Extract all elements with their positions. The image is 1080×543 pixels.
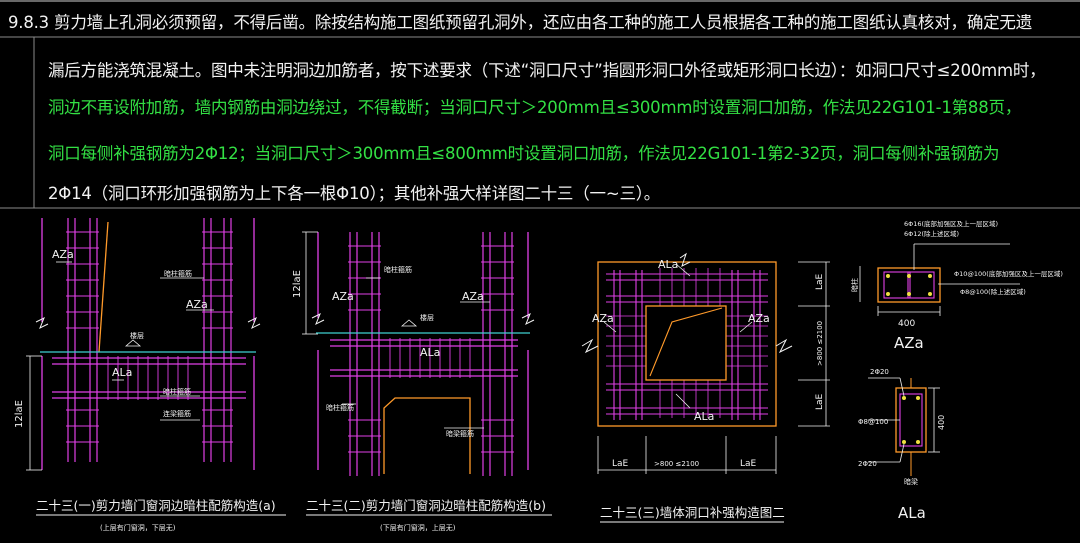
aza-note-4: Φ8@100(除上述区域) (960, 287, 1026, 296)
ala-top: 2Φ20 (870, 368, 889, 376)
aza-title: AZa (894, 334, 924, 352)
section-aza (859, 243, 1020, 316)
opening-c (645, 305, 727, 381)
label-b-biaogao: 楼层 (420, 313, 434, 322)
detail-c (581, 252, 830, 474)
opening-edge-a (98, 221, 109, 353)
aza-width: 400 (898, 319, 915, 329)
label-c-lae-bottom: LaE (815, 393, 825, 410)
label-b-ala: ALa (420, 346, 440, 359)
title-a: 二十三(一)剪力墙门窗洞边暗柱配筋构造(a) (36, 498, 276, 513)
ala-tag: 暗梁 (904, 477, 918, 486)
label-a-ala: ALa (112, 366, 132, 379)
note-line-1: 9.8.3 剪力墙上孔洞必须预留，不得后凿。除按结构施工图纸预留孔洞外，还应由各… (8, 13, 1033, 32)
note-line-4: 洞口每侧补强钢筋为2Φ12；当洞口尺寸＞300mm且≤800mm时设置洞口加筋，… (48, 144, 1000, 163)
label-a-aza2: AZa (186, 298, 208, 311)
ala-stirrup: Φ8@100 (858, 418, 888, 426)
title-c: 二十三(三)墙体洞口补强构造图二 (600, 505, 785, 520)
opening-b (383, 397, 471, 474)
label-b-aza2: AZa (462, 290, 484, 303)
label-a-anzhu: 暗柱箍筋 (164, 269, 192, 278)
label-c-dim-bottom: >800 ≤2100 (654, 460, 699, 468)
section-ala (868, 377, 940, 476)
label-b-dim: 12laE (292, 270, 303, 298)
note-line-3: 洞边不再设附加筋，墙内钢筋由洞边绕过，不得截断；当洞口尺寸＞200mm且≤300… (48, 98, 1022, 117)
label-c-lae-right: LaE (740, 459, 757, 469)
break-mark-a-right (247, 316, 261, 330)
subtitle-b: (下层有门窗洞，上层无) (380, 523, 456, 532)
aza-note-2: 6Φ12(除上述区域) (904, 229, 959, 238)
label-c-dim-mid: >800 ≤2100 (816, 321, 824, 366)
title-b: 二十三(二)剪力墙门窗洞边暗柱配筋构造(b) (306, 498, 546, 513)
ala-title: ALa (898, 504, 926, 522)
detail-b (302, 231, 535, 476)
label-b-anliang: 暗柱箍筋 (326, 403, 354, 412)
label-c-aza-right: AZa (748, 312, 770, 325)
label-a-aza: AZa (52, 248, 74, 261)
label-c-lae-left: LaE (612, 459, 629, 469)
label-b-aza: AZa (332, 290, 354, 303)
ala-bottom: 2Φ20 (858, 460, 877, 468)
label-a-dim: 12laE (14, 400, 25, 428)
wall-c-outline (597, 261, 777, 427)
break-mark-a-left (35, 316, 49, 330)
label-a-lianliang: 连梁箍筋 (163, 409, 191, 418)
note-line-2: 漏后方能浇筑混凝土。图中未注明洞边加筋者，按下述要求（下述“洞口尺寸”指圆形洞口… (48, 61, 1046, 80)
subtitle-a: (上层有门窗洞，下层无) (100, 523, 176, 532)
label-b-lianliang: 暗梁箍筋 (446, 429, 474, 438)
aza-note-3: Φ10@100(底部加强区及上一层区域) (954, 269, 1063, 278)
aza-note-1: 6Φ16(底部加强区及上一层区域) (904, 219, 998, 228)
label-a-biaogao: 楼层 (130, 331, 144, 340)
detail-a (26, 218, 261, 471)
label-c-aza-left: AZa (592, 312, 614, 325)
note-line-5: 2Φ14（洞口环形加强钢筋为上下各一根Φ10）；其他补强大样详图二十三（一~三）… (48, 184, 661, 203)
aza-side: 暗柱 (850, 278, 859, 292)
label-c-ala-bottom: ALa (694, 410, 714, 423)
label-c-ala-top: ALa (658, 258, 678, 271)
label-b-anzhu: 暗柱箍筋 (384, 265, 412, 274)
label-a-anliang: 暗柱箍筋 (163, 387, 191, 396)
label-c-lae-top: LaE (815, 273, 825, 290)
ala-height: 400 (937, 415, 946, 430)
